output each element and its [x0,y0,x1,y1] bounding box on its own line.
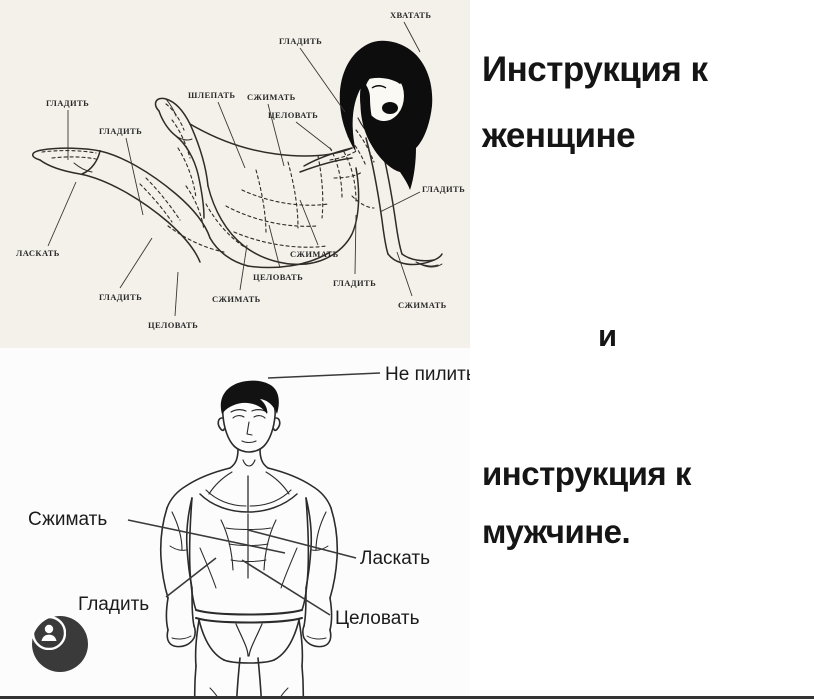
man-label-ne-pilit: Не пилить [385,364,476,385]
caption-line-3: инструкция к [482,455,691,492]
woman-label-gladit-2: ГЛАДИТЬ [46,98,90,108]
avatar[interactable] [32,616,88,672]
woman-instruction-panel: ХВАТАТЬ ГЛАДИТЬ ШЛЕПАТЬ СЖИМАТЬ ЦЕЛОВАТЬ… [0,0,497,348]
woman-label-szhimat-4: СЖИМАТЬ [398,300,447,310]
man-instruction-panel: Не пилить Сжимать Гладить Ласкать Целова… [0,348,497,699]
woman-label-tselovat-2: ЦЕЛОВАТЬ [148,320,199,330]
caption-line-2: женщине [482,116,636,155]
man-label-laskat: Ласкать [360,548,431,569]
man-label-gladit: Гладить [78,594,150,615]
man-label-szhimat: Сжимать [28,509,108,530]
woman-label-gladit-3: ГЛАДИТЬ [99,126,143,136]
caption-line-4: мужчине. [482,513,631,550]
woman-label-tselovat-3: ЦЕЛОВАТЬ [253,272,304,282]
woman-label-szhimat-3: СЖИМАТЬ [290,249,339,259]
woman-label-tselovat-1: ЦЕЛОВАТЬ [268,110,319,120]
woman-label-szhimat-2: СЖИМАТЬ [212,294,261,304]
woman-label-hvatat: ХВАТАТЬ [390,10,432,20]
woman-label-shlepat: ШЛЕПАТЬ [188,90,236,100]
woman-label-gladit-6: ГЛАДИТЬ [422,184,466,194]
man-leader-lines [127,372,381,616]
woman-lips [382,102,398,114]
woman-label-gladit-1: ГЛАДИТЬ [279,36,323,46]
caption-conjunction: и [598,318,617,353]
man-hair [220,380,279,414]
woman-label-gladit-5: ГЛАДИТЬ [333,278,377,288]
woman-leader-lines [47,21,421,317]
man-label-tselovat: Целовать [335,608,420,629]
bottom-divider [0,696,814,699]
woman-figure-illustration [32,21,443,317]
person-circle-icon [32,616,66,650]
caption-line-1: Инструкция к [482,50,708,89]
caption-column: Инструкция к женщине и инструкция к мужч… [470,0,814,699]
woman-label-laskat: ЛАСКАТЬ [16,248,60,258]
woman-label-gladit-4: ГЛАДИТЬ [99,292,143,302]
woman-label-szhimat-1: СЖИМАТЬ [247,92,296,102]
